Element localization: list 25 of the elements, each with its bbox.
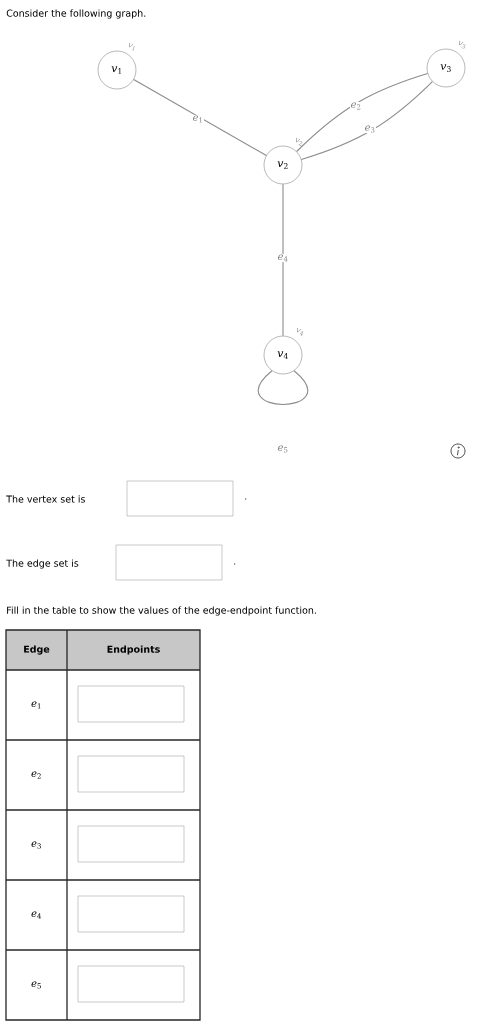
period: . — [245, 498, 247, 500]
vertex-label: v$_{2}$ — [295, 137, 303, 146]
edge-line — [300, 80, 433, 160]
title: Consider the following graph. — [6, 9, 146, 19]
edge-label: e$_{1}$ — [192, 114, 204, 124]
edge-line — [257, 370, 309, 406]
vertex-label: v$_{1}$ — [128, 42, 135, 51]
period: . — [234, 563, 236, 565]
edge-label: e$_{4}$ — [277, 253, 289, 263]
table-cell: e$_{5}$ — [31, 981, 41, 989]
edge-line — [296, 73, 429, 153]
prompt-text: The vertex set is — [6, 495, 85, 503]
edge-line — [282, 183, 284, 337]
edge-label: e$_{3}$ — [364, 124, 376, 134]
prompt-text: The edge set is — [6, 559, 79, 569]
table-cell: e$_{3}$ — [31, 841, 41, 849]
table-cell: e$_{4}$ — [31, 911, 42, 919]
vertex-label: v$_{4}$ — [296, 327, 304, 336]
edge-line — [133, 79, 267, 156]
table-cell: e$_{1}$ — [31, 701, 41, 709]
edge-label: e$_{2}$ — [350, 101, 362, 111]
edge-label: e$_{5}$ — [277, 444, 289, 454]
instruction-text: Fill in the table to show the values of the edge-endpoint function. — [7, 606, 316, 616]
table-cell: e$_{2}$ — [31, 771, 41, 779]
vertex-label: v$_{3}$ — [458, 40, 466, 49]
